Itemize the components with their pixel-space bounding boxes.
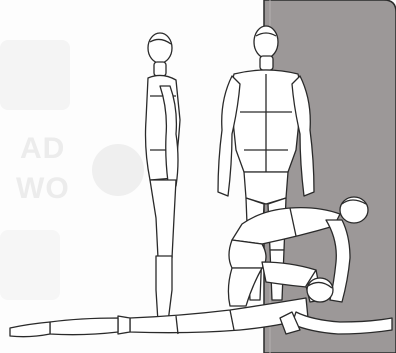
mannequin-side-icon <box>146 33 181 330</box>
show-through-shapes <box>0 40 144 300</box>
